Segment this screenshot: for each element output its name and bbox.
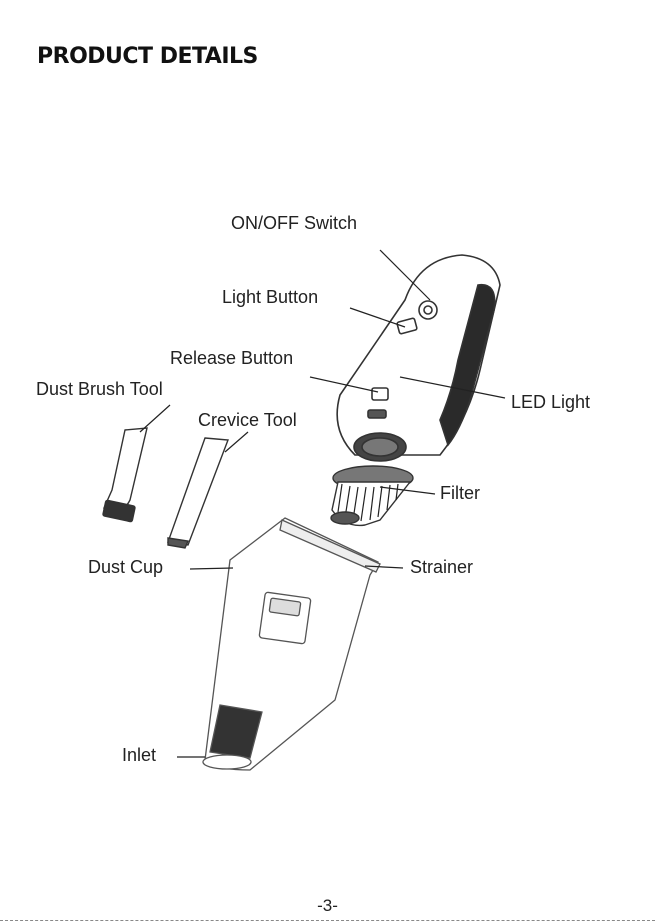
page-bottom-rule <box>0 920 655 921</box>
label-filter: Filter <box>440 483 480 504</box>
label-inlet: Inlet <box>122 745 156 766</box>
leader-crevice <box>225 432 248 452</box>
label-on-off-switch: ON/OFF Switch <box>231 213 357 234</box>
label-led-light: LED Light <box>511 392 590 413</box>
label-strainer: Strainer <box>410 557 473 578</box>
label-light-button: Light Button <box>222 287 318 308</box>
label-release-button: Release Button <box>170 348 293 369</box>
page-number: -3- <box>0 896 655 916</box>
dust-cup-part <box>203 518 380 770</box>
dust-brush-tool-part <box>103 428 147 522</box>
filter-part <box>331 466 413 525</box>
leader-dust-cup <box>190 568 233 569</box>
crevice-tool-part <box>168 438 228 548</box>
leader-dust-brush <box>140 405 170 432</box>
label-dust-cup: Dust Cup <box>88 557 163 578</box>
label-dust-brush-tool: Dust Brush Tool <box>36 379 163 400</box>
vacuum-main-body <box>337 255 500 461</box>
label-crevice-tool: Crevice Tool <box>198 410 297 431</box>
